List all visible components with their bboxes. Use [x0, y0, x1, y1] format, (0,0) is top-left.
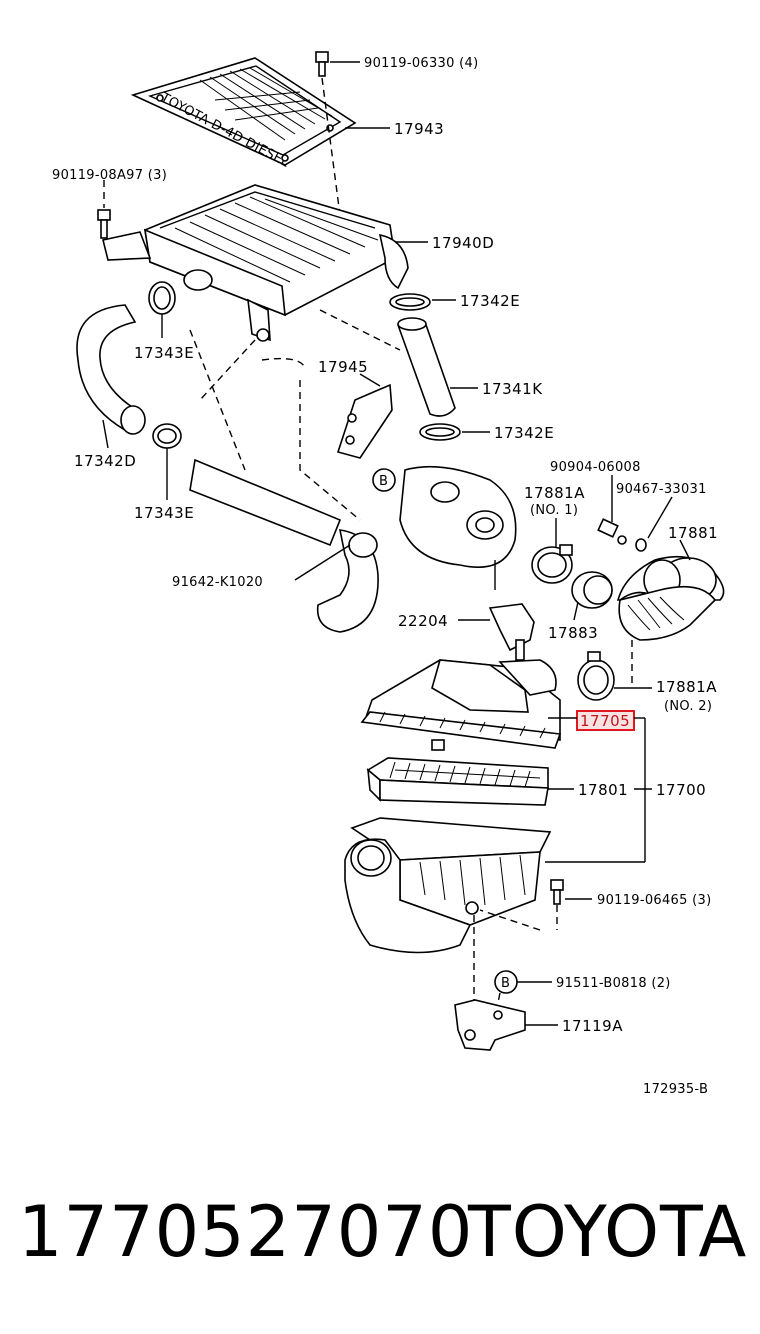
- label-bolt-top: 90119-06330 (4): [364, 56, 478, 71]
- label-joint: 17883: [548, 624, 598, 642]
- label-cap: 17705: [580, 712, 630, 730]
- label-clamp-no2-sub: (NO. 2): [664, 699, 712, 714]
- label-hose-intake: 17881: [668, 524, 718, 542]
- clip: [635, 538, 647, 552]
- clamp-right-top: [389, 293, 431, 311]
- plug: [597, 518, 627, 545]
- footer-brand: TOYOTA: [467, 1191, 747, 1273]
- hose-right: [397, 317, 456, 417]
- label-clamp-right-bottom: 17342E: [494, 424, 554, 442]
- clamp-no2: [577, 651, 615, 701]
- label-clamp-left-bottom: 17343E: [134, 504, 194, 522]
- air-duct: [189, 458, 379, 633]
- label-sensor: 22204: [398, 612, 448, 630]
- label-intercooler: 17940D: [432, 234, 494, 252]
- label-cover: 17943: [394, 120, 444, 138]
- label-clamp-no1: 17881A: [524, 484, 585, 502]
- label-bolt-case: 90119-06465 (3): [597, 893, 711, 908]
- sensor: [488, 603, 535, 661]
- label-case-bracket: 17119A: [562, 1017, 623, 1035]
- label-bracket: 17945: [318, 358, 368, 376]
- label-assembly: 17700: [656, 781, 706, 799]
- svg-text:B: B: [501, 976, 510, 991]
- label-duct: 91642-K1020: [172, 575, 263, 590]
- hose-left: [76, 304, 146, 449]
- marker-b-1: B: [372, 468, 396, 492]
- label-clamp-right-top: 17342E: [460, 292, 520, 310]
- bracket: [336, 383, 393, 459]
- label-clamp-no1-sub: (NO. 1): [530, 503, 578, 518]
- footer-part-number: 1770527070: [18, 1191, 473, 1273]
- air-cleaner-case: [344, 817, 552, 954]
- air-cleaner-cap: [360, 659, 562, 751]
- marker-b-2: B: [494, 970, 518, 994]
- air-filter-element: [366, 757, 549, 806]
- label-clip: 90467-33031: [616, 482, 707, 497]
- label-element: 17801: [578, 781, 628, 799]
- intake-hose: [616, 555, 725, 641]
- label-plug: 90904-06008: [550, 460, 641, 475]
- bolt-left: [97, 180, 111, 239]
- highlight-cap-label[interactable]: 17705: [576, 710, 635, 731]
- clamp-no1: [531, 544, 573, 584]
- clamp-left-top: [148, 281, 176, 338]
- joint: [571, 571, 613, 609]
- turbocharger: [399, 465, 517, 590]
- label-bolt-left: 90119-08A97 (3): [52, 168, 167, 183]
- label-hose-left: 17342D: [74, 452, 136, 470]
- bolt-top: [315, 51, 360, 216]
- svg-text:B: B: [379, 474, 388, 489]
- clamp-right-bottom: [419, 423, 461, 441]
- intercooler: [102, 184, 409, 342]
- clamp-left-bottom: [152, 423, 182, 500]
- case-bracket: [454, 999, 526, 1051]
- reference-code: 172935-B: [643, 1082, 708, 1097]
- label-bolt-bracket: 91511-B0818 (2): [556, 976, 671, 991]
- label-clamp-no2: 17881A: [656, 678, 717, 696]
- label-hose-right: 17341K: [482, 380, 543, 398]
- label-clamp-left-top: 17343E: [134, 344, 194, 362]
- bolt-case: [479, 879, 564, 931]
